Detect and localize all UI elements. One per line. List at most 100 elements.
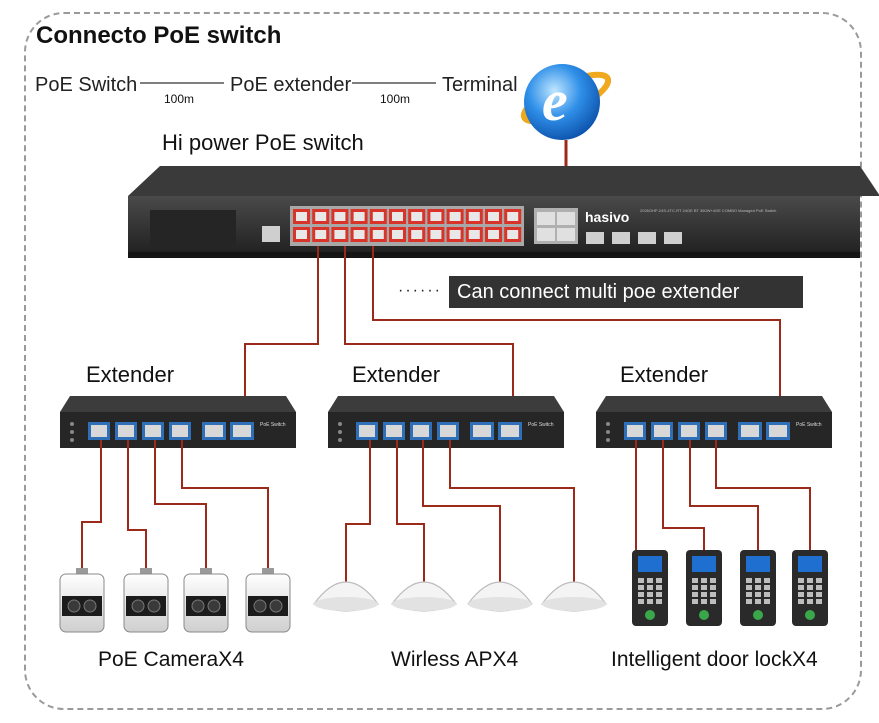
camera-mount	[140, 568, 152, 576]
lock-key	[807, 585, 813, 590]
main-port-jack	[296, 212, 307, 221]
wireless-access-points	[313, 581, 607, 612]
extender-1-label: Extender	[86, 362, 175, 387]
main-switch-label: Hi power PoE switch	[162, 130, 364, 155]
lock-key	[647, 585, 653, 590]
lock-key	[746, 592, 752, 597]
diagram-title: Connecto PoE switch	[36, 22, 282, 49]
lock-key	[798, 578, 804, 583]
lock-key	[701, 592, 707, 597]
extender-led	[338, 430, 342, 434]
svg-text:e: e	[542, 68, 568, 133]
extender-uplink-jack	[769, 425, 787, 437]
chain-distance-1: 100m	[164, 92, 195, 106]
main-port-jack	[353, 230, 365, 239]
lock-key	[746, 585, 752, 590]
chain-poe-switch-label: PoE Switch	[35, 74, 138, 96]
extender-uplink-jack	[501, 425, 519, 437]
callout-multi-extender: Can connect multi poe extender	[449, 276, 803, 308]
extender-port-jack	[172, 425, 188, 437]
extender-top	[60, 396, 296, 412]
main-port-jack	[488, 230, 499, 239]
wireless-ap	[467, 581, 533, 612]
extender-port-jack	[91, 425, 107, 437]
lock-key	[656, 585, 662, 590]
extender-port-jack	[145, 425, 161, 437]
extender-top	[328, 396, 564, 412]
door-lock	[686, 550, 722, 626]
lock-key	[816, 599, 822, 604]
lock-key	[692, 592, 698, 597]
extender-led	[606, 422, 610, 426]
main-port-jack	[411, 212, 423, 221]
camera-ir	[191, 599, 205, 613]
main-port-jack	[468, 230, 480, 239]
lock-key	[647, 599, 653, 604]
lock-fingerprint	[753, 610, 763, 620]
poe-cameras	[59, 568, 291, 633]
door-lock	[792, 550, 828, 626]
main-port-jack	[430, 230, 442, 239]
device-cables	[81, 440, 811, 586]
lock-key	[692, 599, 698, 604]
extender-port-jack	[118, 425, 134, 437]
main-port-jack	[449, 230, 461, 239]
door-locks	[632, 550, 828, 626]
lock-key	[701, 578, 707, 583]
lock-key	[755, 599, 761, 604]
main-port-jack	[334, 230, 346, 239]
extender-port-jack	[654, 425, 670, 437]
lock-key	[692, 585, 698, 590]
main-port-jack	[411, 230, 423, 239]
extender-uplink-jack	[233, 425, 251, 437]
extender-uplink-jack	[741, 425, 759, 437]
lock-key	[755, 585, 761, 590]
ap-base	[314, 597, 378, 611]
main-port-jack	[353, 212, 365, 221]
lock-screen	[798, 556, 822, 572]
console-port	[262, 226, 280, 242]
extender-panel-text: PoE Switch	[260, 422, 286, 428]
lock-key	[638, 578, 644, 583]
main-port-jack	[392, 230, 403, 239]
main-port-jack	[507, 230, 519, 239]
wireless-ap	[313, 581, 379, 612]
lock-screen	[692, 556, 716, 572]
internet-globe-icon: e	[520, 64, 612, 140]
lock-key	[816, 592, 822, 597]
extender-led	[338, 438, 342, 442]
main-port-jack	[488, 212, 499, 221]
extender-port-jack	[386, 425, 402, 437]
lock-key	[807, 578, 813, 583]
main-port-jack	[372, 212, 384, 221]
lock-key	[638, 585, 644, 590]
main-port-jack	[372, 230, 384, 239]
lock-key	[710, 599, 716, 604]
camera-ir	[253, 599, 267, 613]
camera-ir	[131, 599, 145, 613]
ap-base	[468, 597, 532, 611]
extender-port-jack	[627, 425, 643, 437]
lock-key	[701, 599, 707, 604]
lock-key	[647, 592, 653, 597]
camera-lens	[269, 599, 283, 613]
access-points-label: Wirless APX4	[391, 648, 519, 671]
extender-uplink-jack	[205, 425, 223, 437]
main-switch-brand: hasivo	[585, 209, 629, 225]
door-lock	[632, 550, 668, 626]
lock-key	[710, 578, 716, 583]
lock-key	[816, 585, 822, 590]
lock-fingerprint	[699, 610, 709, 620]
extender-3-label: Extender	[620, 362, 709, 387]
extender-2-label: Extender	[352, 362, 441, 387]
lock-key	[755, 578, 761, 583]
lock-key	[656, 599, 662, 604]
extender-uplink-jack	[473, 425, 491, 437]
lock-key	[638, 599, 644, 604]
extender-panel-text: PoE Switch	[796, 422, 822, 428]
extender-led	[606, 430, 610, 434]
chain-distance-2: 100m	[380, 92, 411, 106]
camera-mount	[262, 568, 274, 576]
